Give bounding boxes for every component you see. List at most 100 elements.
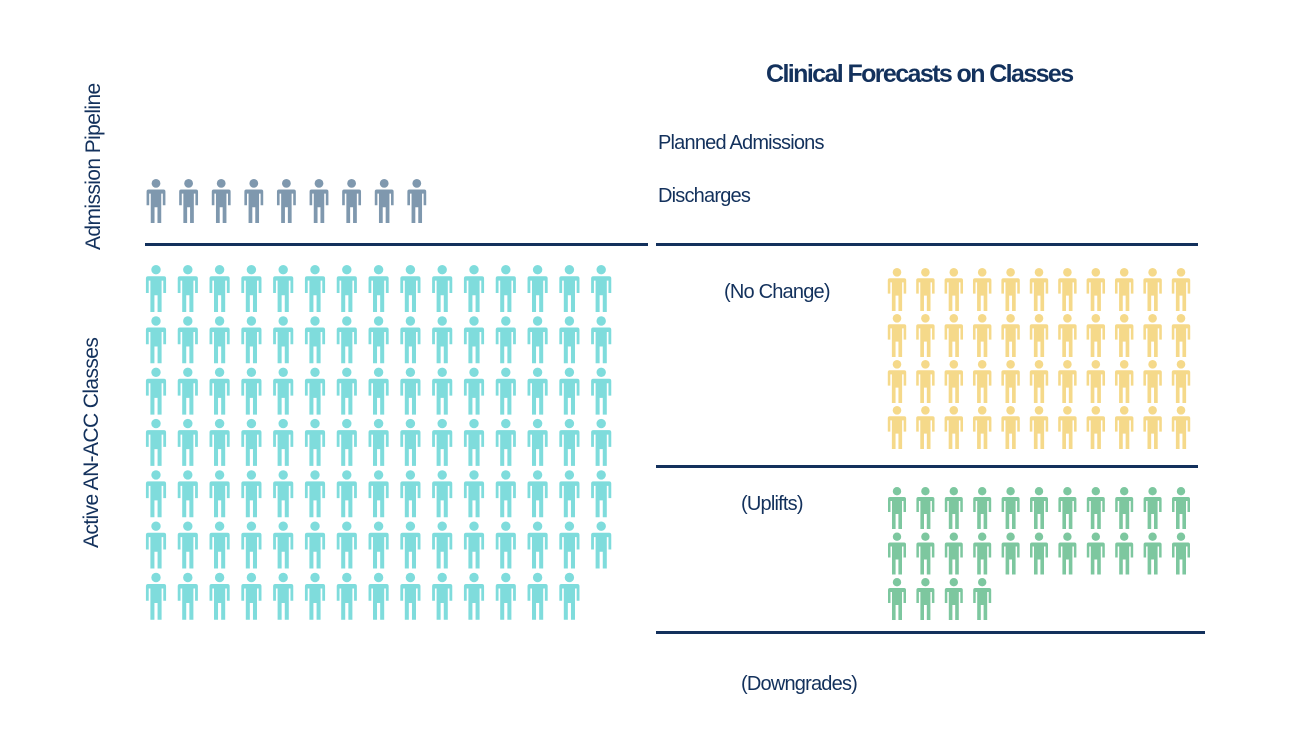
uplift-person-icon [888, 578, 906, 620]
no-change-person-icon [972, 406, 992, 449]
uplift-person-icon [1143, 487, 1162, 529]
active-person-icon [591, 521, 612, 569]
active-person-icon [559, 418, 580, 466]
pipeline-person-icon [146, 179, 166, 223]
active-person-icon [495, 316, 516, 364]
active-person-icon [273, 521, 294, 569]
no-change-person-icon [972, 360, 992, 403]
pipeline-person-icon [309, 179, 329, 223]
active-person-icon [432, 367, 453, 415]
pipeline-person-icon [374, 179, 394, 223]
active-person-icon [495, 265, 516, 312]
uplift-person-icon [916, 578, 935, 620]
active-person-icon [559, 572, 580, 620]
active-person-icon [400, 470, 421, 518]
active-person-icon [432, 470, 453, 518]
active-person-icon [273, 470, 294, 518]
active-person-icon [591, 265, 612, 312]
no-change-person-icon [1058, 360, 1077, 403]
active-person-icon [145, 572, 167, 620]
active-person-icon [432, 316, 453, 364]
no-change-person-icon [887, 406, 907, 449]
no-change-person-icon [1029, 314, 1049, 357]
active-person-icon [304, 367, 326, 415]
uplift-person-icon [1030, 487, 1048, 529]
active-person-icon [368, 265, 389, 312]
no-change-person-icon [1001, 406, 1020, 449]
active-person-icon [527, 316, 548, 364]
active-person-icon [304, 470, 326, 518]
active-person-icon [463, 265, 485, 312]
uplift-person-icon [973, 532, 992, 575]
active-person-icon [400, 316, 421, 364]
active-person-icon [463, 316, 485, 364]
no-change-person-icon [916, 406, 935, 449]
active-person-icon [241, 316, 262, 364]
active-person-icon [368, 367, 389, 415]
active-person-icon [463, 367, 485, 415]
active-person-icon [527, 470, 548, 518]
no-change-person-icon [1143, 314, 1162, 357]
active-person-icon [591, 367, 612, 415]
active-person-icon [336, 521, 357, 569]
no-change-person-icon [1058, 406, 1077, 449]
active-person-icon [273, 367, 294, 415]
active-person-icon [432, 265, 453, 312]
label-downgrades: (Downgrades) [741, 673, 858, 695]
uplift-person-icon [1086, 532, 1105, 575]
active-person-icon [368, 316, 389, 364]
active-person-icon [336, 572, 357, 620]
divider-right-top [656, 243, 1198, 246]
no-change-person-icon [1143, 406, 1162, 449]
active-person-icon [463, 418, 485, 466]
active-person-icon [177, 418, 198, 466]
uplift-person-icon [944, 578, 963, 620]
no-change-person-icon [1001, 314, 1020, 357]
no-change-person-icon [1029, 268, 1049, 311]
active-person-icon [209, 265, 230, 312]
active-person-icon [177, 521, 198, 569]
active-person-icon [304, 316, 326, 364]
no-change-person-icon [916, 314, 935, 357]
active-person-icon [463, 572, 485, 620]
active-person-icon [304, 572, 326, 620]
uplift-person-icon [1143, 532, 1162, 575]
active-person-icon [241, 367, 262, 415]
no-change-person-icon [1171, 360, 1191, 403]
active-person-icon [177, 470, 198, 518]
active-person-icon [241, 521, 262, 569]
active-person-icon [527, 265, 548, 312]
active-person-icon [145, 316, 167, 364]
active-person-icon [209, 521, 230, 569]
pipeline-person-icon [179, 179, 199, 223]
active-person-icon [304, 265, 326, 312]
no-change-person-icon [1058, 314, 1077, 357]
active-person-icon [145, 265, 167, 312]
no-change-person-icon [1114, 268, 1134, 311]
no-change-person-icon [1114, 314, 1134, 357]
active-person-icon [209, 316, 230, 364]
active-person-icon [336, 316, 357, 364]
no-change-person-icon [1171, 268, 1191, 311]
pipeline-person-icon [342, 179, 362, 223]
uplift-person-icon [1058, 487, 1077, 529]
active-person-icon [145, 521, 167, 569]
active-person-icon [177, 572, 198, 620]
no-change-person-icon [1029, 360, 1049, 403]
active-person-icon [559, 521, 580, 569]
no-change-person-icon [1086, 268, 1106, 311]
active-person-icon [400, 521, 421, 569]
label-discharges: Discharges [658, 185, 751, 207]
no-change-person-icon [1114, 406, 1134, 449]
active-person-icon [177, 367, 198, 415]
active-person-icon [241, 265, 262, 312]
no-change-person-icon [1143, 268, 1162, 311]
no-change-person-icon [1086, 406, 1106, 449]
active-person-icon [145, 470, 167, 518]
active-person-icon [304, 521, 326, 569]
no-change-person-icon [1001, 268, 1020, 311]
no-change-person-icon [972, 314, 992, 357]
no-change-person-icon [1001, 360, 1020, 403]
uplift-person-icon [916, 487, 935, 529]
no-change-person-icon [944, 406, 964, 449]
